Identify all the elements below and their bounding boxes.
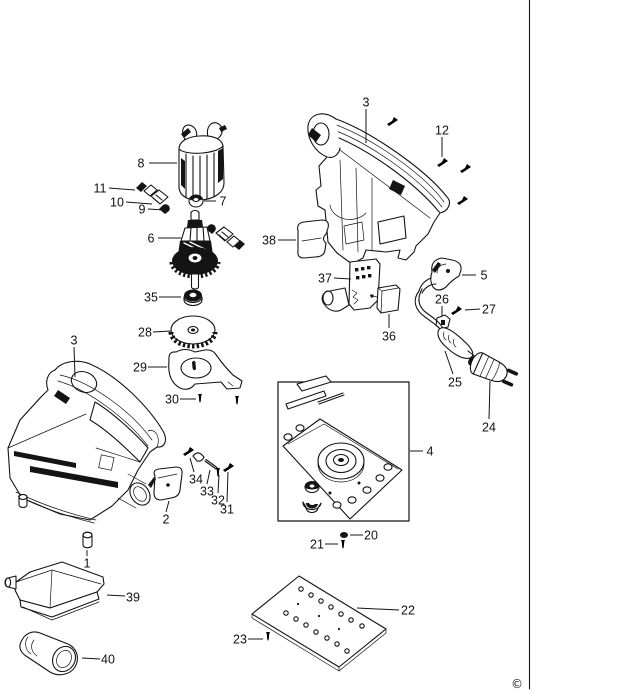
parts-31-34-fixings xyxy=(183,447,234,477)
part-number-32: 32 xyxy=(211,494,225,508)
leader-line-3 xyxy=(73,346,76,378)
part-number-6: 6 xyxy=(148,232,155,246)
part-24-plug xyxy=(468,352,519,387)
part-number-34: 34 xyxy=(189,473,203,487)
part-number-27: 27 xyxy=(482,303,496,317)
part-number-12: 12 xyxy=(435,124,449,138)
part-number-28: 28 xyxy=(138,326,152,340)
leader-line-33 xyxy=(206,469,211,485)
part-8-field-coil xyxy=(178,122,227,201)
leader-line-28 xyxy=(152,330,172,333)
leader-line-39 xyxy=(106,594,126,597)
part-number-39: 39 xyxy=(126,591,140,605)
loose-plug xyxy=(18,493,28,509)
leader-line-24 xyxy=(488,380,491,420)
part-20-washer xyxy=(340,532,348,538)
part-5-lever xyxy=(430,257,462,291)
part-number-24: 24 xyxy=(482,421,496,435)
part-number-11: 11 xyxy=(94,182,107,196)
copyright-icon: © xyxy=(511,677,523,691)
part-number-20: 20 xyxy=(364,529,378,543)
part-number-10: 10 xyxy=(110,196,124,210)
part-number-30: 30 xyxy=(165,393,179,407)
part-37-switch xyxy=(321,258,381,312)
part-6-armature xyxy=(169,209,221,290)
leader-line-9 xyxy=(147,208,165,211)
part-number-2: 2 xyxy=(163,513,170,527)
leader-line-25 xyxy=(444,350,454,375)
part-23-screw xyxy=(266,632,270,641)
part-number-8: 8 xyxy=(138,157,145,171)
part-40-adapter xyxy=(19,631,78,676)
part-29-plate xyxy=(168,348,243,390)
leader-line-10 xyxy=(125,201,153,205)
part-1-plug xyxy=(82,531,93,549)
part-number-31: 31 xyxy=(220,503,234,517)
part-number-38: 38 xyxy=(262,234,276,248)
part-number-21: 21 xyxy=(310,538,324,552)
part-28-gear xyxy=(168,315,218,349)
leader-line-2 xyxy=(165,500,170,513)
leader-line-22 xyxy=(356,607,400,611)
part-number-40: 40 xyxy=(101,653,115,667)
leader-line-37 xyxy=(333,277,352,280)
part-number-9: 9 xyxy=(139,203,146,217)
part-number-26: 26 xyxy=(435,293,449,307)
part-number-37: 37 xyxy=(318,272,332,286)
part-35-bearing xyxy=(183,289,203,307)
leader-line-40 xyxy=(81,657,101,660)
part-number-23: 23 xyxy=(233,633,247,647)
part-number-35: 35 xyxy=(144,291,158,305)
part-number-1: 1 xyxy=(84,557,91,571)
part-number-3: 3 xyxy=(363,96,370,110)
part-number-4: 4 xyxy=(427,445,434,459)
part-number-5: 5 xyxy=(481,269,488,283)
part-22-base-plate xyxy=(251,575,387,672)
part-39-dustbox xyxy=(4,561,105,621)
part-4-base-assembly xyxy=(277,375,410,522)
leader-line-34 xyxy=(189,457,195,473)
part-21-screw xyxy=(341,540,345,549)
part-number-25: 25 xyxy=(448,376,462,390)
leader-line-27 xyxy=(464,308,481,311)
part-number-36: 36 xyxy=(382,330,396,344)
part-30-screws xyxy=(198,394,239,405)
part-38-seal xyxy=(297,219,329,259)
leader-line-32 xyxy=(217,474,220,494)
leader-line-31 xyxy=(226,471,229,503)
leader-line-11 xyxy=(108,187,136,191)
brush-assembly-right xyxy=(206,224,245,250)
part-36-connector xyxy=(369,284,401,314)
part-7-bearing xyxy=(188,194,204,208)
part-number-22: 22 xyxy=(401,604,415,618)
part-number-33: 33 xyxy=(200,485,214,499)
brush-assembly-left xyxy=(136,182,170,214)
diagram-artwork: © xyxy=(4,0,531,691)
part-3-left-housing xyxy=(7,360,166,524)
part-number-3: 3 xyxy=(71,334,78,348)
part-number-7: 7 xyxy=(220,195,227,209)
part-27-screw xyxy=(451,306,462,315)
part-2-clamp xyxy=(148,466,183,501)
part-3-right-housing xyxy=(307,113,450,265)
part-number-29: 29 xyxy=(133,361,147,375)
